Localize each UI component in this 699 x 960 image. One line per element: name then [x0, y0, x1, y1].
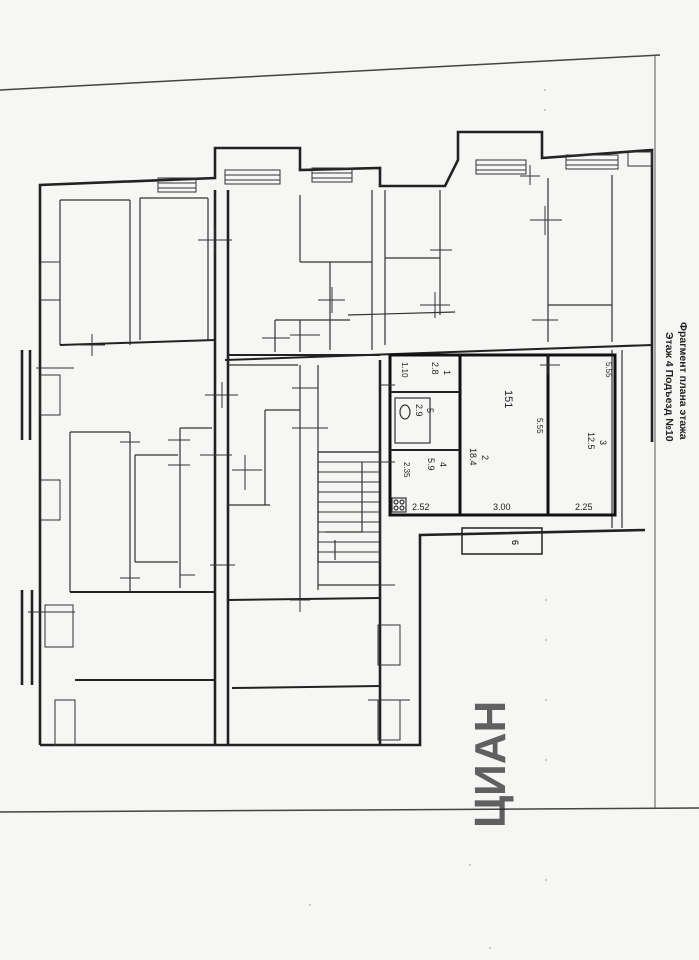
stairwell: [317, 451, 381, 563]
room-1-area: 2.8: [430, 362, 440, 375]
windows-top: [157, 151, 653, 193]
room-5-id: 5: [425, 408, 435, 413]
dim-5-55-a: 5.55: [535, 418, 544, 434]
dim-3-00: 3.00: [493, 502, 511, 512]
room-1-id: 1: [442, 370, 452, 375]
outer-walls: [20, 130, 654, 747]
watermark-text: ЦИАН: [466, 701, 515, 828]
interior-walls: [59, 175, 653, 745]
room-6-id: 6: [510, 540, 520, 545]
plan-title-block: Фрагмент плана этажа Этаж 4 Подъезд №10: [663, 322, 689, 442]
dimension-labels: 1.10 2.35 2.52 3.00 2.25 5.55 5.55: [400, 362, 613, 512]
dim-1-10: 1.10: [400, 362, 409, 378]
dim-2-35: 2.35: [402, 462, 411, 478]
sheet-border-bottom: [0, 807, 699, 813]
dim-2-52: 2.52: [412, 502, 430, 512]
room-labels: 151 1 2.8 2 18.4 3 12.5 4 5.9 5 2.9 6 6: [414, 362, 608, 545]
room-3-area: 12.5: [586, 432, 596, 450]
room-2-area: 18.4: [468, 448, 478, 466]
sheet-border-top: [0, 54, 661, 91]
windows-left: [39, 261, 401, 746]
apartment-151: [388, 353, 617, 555]
dim-2-25: 2.25: [575, 502, 593, 512]
room-4-id: 4: [438, 462, 448, 467]
scan-specks: [309, 89, 547, 949]
door-marks: [28, 165, 562, 701]
dim-5-55-b: 5.55: [604, 362, 613, 378]
room-2-id: 2: [480, 455, 490, 460]
plan-title: Фрагмент плана этажа: [677, 322, 689, 440]
apartment-number: 151: [502, 390, 514, 408]
room-4-area: 5.9: [426, 458, 436, 471]
plan-subtitle: Этаж 4 Подъезд №10: [663, 332, 675, 442]
room-5-area: 2.9: [414, 404, 424, 417]
room-3-id: 3: [598, 440, 608, 445]
room-6-label: 6: [510, 540, 520, 545]
